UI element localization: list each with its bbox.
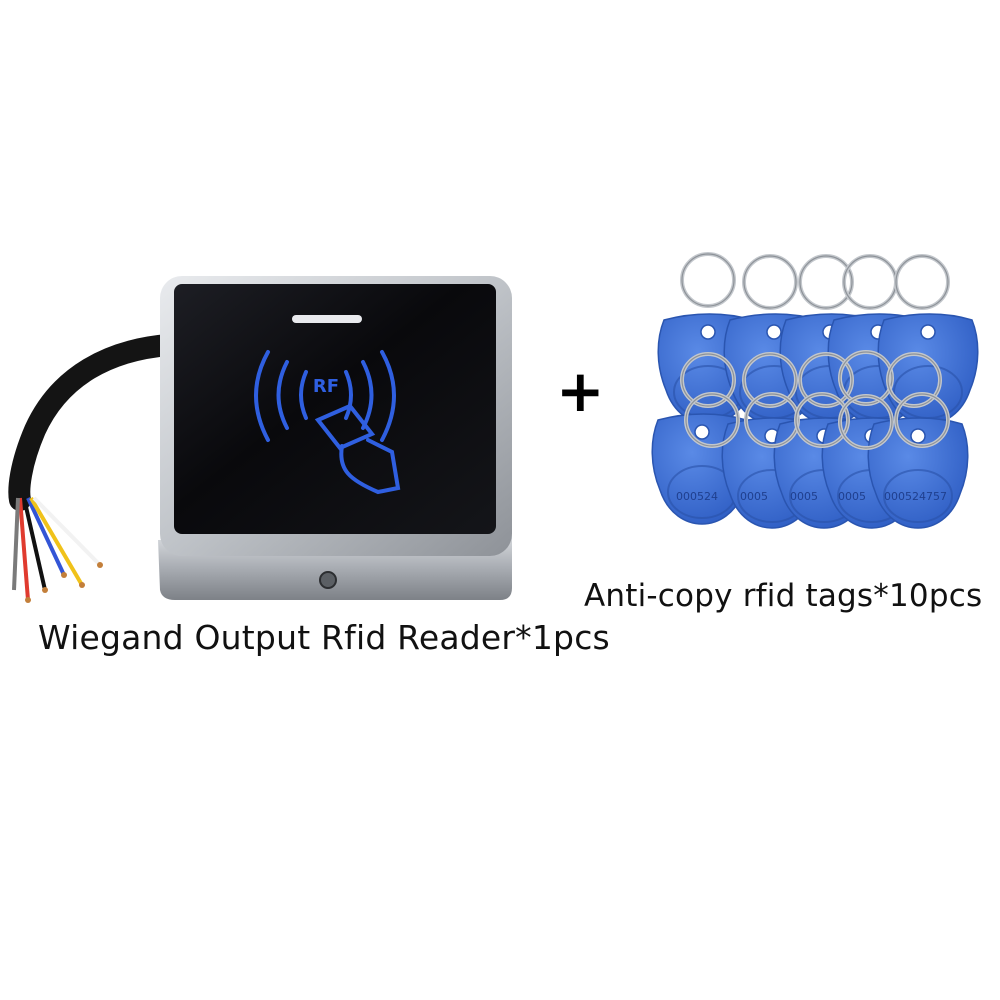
rfid-tags: 000524 0005 0005 0005 000524757 [651,252,979,529]
tag-code: 0005 [790,490,818,503]
rf-logo-icon [254,350,401,495]
reader-panel [174,284,496,534]
tag-code: 000524757 [884,490,947,503]
rf-logo-text: RF [313,376,339,397]
plus-separator: + [556,357,605,425]
tag-code: 000524 [676,490,718,503]
tags-caption: Anti-copy rfid tags*10pcs [584,578,983,614]
mount-screw-icon [319,571,337,589]
tag-code: 0005 [838,490,866,503]
reader-cable [8,334,179,603]
rfid-reader: RF [158,276,512,600]
reader-caption: Wiegand Output Rfid Reader*1pcs [38,618,610,657]
indicator-led [292,315,362,323]
tag-code: 0005 [740,490,768,503]
